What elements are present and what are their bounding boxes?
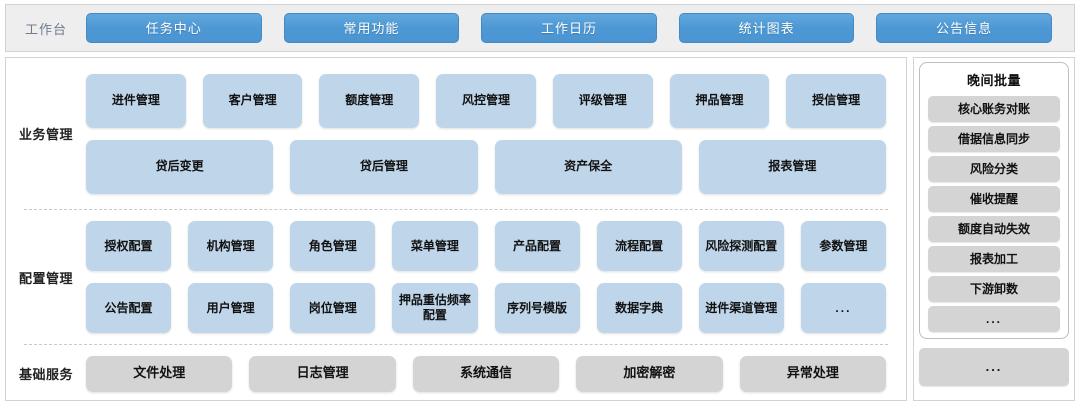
- tab-common-functions[interactable]: 常用功能: [283, 13, 460, 43]
- tile-product-config[interactable]: 产品配置: [494, 221, 580, 271]
- tab-task-center[interactable]: 任务中心: [86, 13, 262, 43]
- tile-application-management[interactable]: 进件管理: [86, 73, 186, 128]
- business-row-1: 进件管理 客户管理 额度管理 风控管理 评级管理 押品管理 授信管理: [86, 73, 898, 128]
- tile-parameter-management[interactable]: 参数管理: [800, 221, 886, 271]
- tile-organization-management[interactable]: 机构管理: [188, 221, 274, 271]
- tile-file-processing[interactable]: 文件处理: [86, 355, 233, 392]
- tile-credit-management[interactable]: 授信管理: [786, 73, 887, 128]
- config-tile-rows: 授权配置 机构管理 角色管理 菜单管理 产品配置 流程配置 风险探测配置 参数管…: [86, 221, 898, 333]
- tile-limit-management[interactable]: 额度管理: [319, 73, 420, 128]
- batch-item-core-accounting-reconciliation[interactable]: 核心账务对账: [928, 96, 1060, 122]
- right-panel: 晚间批量 核心账务对账 借据信息同步 风险分类 催收提醒 额度自动失效 报表加工…: [913, 57, 1075, 401]
- tile-post-loan-change[interactable]: 贷后变更: [86, 139, 274, 194]
- tile-menu-management[interactable]: 菜单管理: [392, 221, 478, 271]
- batch-item-risk-classification[interactable]: 风险分类: [928, 156, 1060, 182]
- tile-application-channel-management[interactable]: 进件渠道管理: [698, 283, 784, 333]
- section-base-services: 基础服务 文件处理 日志管理 系统通信 加密解密 异常处理: [6, 345, 906, 402]
- batch-item-more[interactable]: ...: [928, 306, 1060, 332]
- tile-exception-handling[interactable]: 异常处理: [739, 355, 887, 392]
- section-label-base: 基础服务: [18, 367, 73, 382]
- batch-item-limit-auto-expiry[interactable]: 额度自动失效: [928, 216, 1060, 242]
- divider-business-config: [24, 209, 888, 210]
- section-label-config: 配置管理: [18, 270, 73, 286]
- tile-risk-control-management[interactable]: 风控管理: [436, 73, 536, 128]
- tab-announcements[interactable]: 公告信息: [876, 13, 1052, 43]
- tile-collateral-revaluation-frequency-config[interactable]: 押品重估频率配置: [392, 283, 478, 333]
- tab-statistics-chart[interactable]: 统计图表: [678, 13, 855, 43]
- section-business-management: 业务管理 进件管理 客户管理 额度管理 风控管理 评级管理 押品管理 授信管理 …: [6, 58, 906, 209]
- base-tile-rows: 文件处理 日志管理 系统通信 加密解密 异常处理: [86, 355, 898, 392]
- tile-process-config[interactable]: 流程配置: [596, 221, 682, 271]
- tile-config-more[interactable]: ...: [800, 283, 886, 333]
- tile-customer-management[interactable]: 客户管理: [202, 73, 303, 128]
- business-tile-rows: 进件管理 客户管理 额度管理 风控管理 评级管理 押品管理 授信管理 贷后变更 …: [86, 73, 898, 194]
- tile-serial-number-template[interactable]: 序列号模版: [494, 283, 580, 333]
- tab-list: 任务中心 常用功能 工作日历 统计图表 公告信息: [86, 13, 1074, 43]
- night-batch-title: 晚间批量: [966, 73, 1021, 88]
- tile-risk-detection-config[interactable]: 风险探测配置: [698, 221, 784, 271]
- divider-config-base: [24, 344, 888, 345]
- tile-data-dictionary[interactable]: 数据字典: [596, 283, 682, 333]
- base-row-1: 文件处理 日志管理 系统通信 加密解密 异常处理: [86, 355, 898, 392]
- batch-item-collection-reminder[interactable]: 催收提醒: [928, 186, 1060, 212]
- workbench-label: 工作台: [24, 21, 67, 37]
- tile-encryption-decryption[interactable]: 加密解密: [576, 355, 723, 392]
- tile-authorization-config[interactable]: 授权配置: [86, 221, 172, 271]
- tile-asset-preservation[interactable]: 资产保全: [494, 139, 682, 194]
- batch-item-report-processing[interactable]: 报表加工: [928, 246, 1060, 272]
- config-row-2: 公告配置 用户管理 岗位管理 押品重估频率配置 序列号模版 数据字典 进件渠道管…: [86, 283, 898, 333]
- tile-log-management[interactable]: 日志管理: [249, 355, 396, 392]
- top-tab-bar: 工作台 任务中心 常用功能 工作日历 统计图表 公告信息: [5, 4, 1075, 52]
- tile-collateral-management[interactable]: 押品管理: [669, 73, 770, 128]
- night-batch-box: 晚间批量 核心账务对账 借据信息同步 风险分类 催收提醒 额度自动失效 报表加工…: [919, 62, 1069, 339]
- tile-post-loan-management[interactable]: 贷后管理: [290, 139, 478, 194]
- tab-work-calendar[interactable]: 工作日历: [481, 13, 657, 43]
- section-label-business: 业务管理: [18, 127, 73, 142]
- main-panel: 业务管理 进件管理 客户管理 额度管理 风控管理 评级管理 押品管理 授信管理 …: [5, 57, 907, 401]
- tile-system-communication[interactable]: 系统通信: [412, 355, 560, 392]
- tile-report-management[interactable]: 报表管理: [698, 139, 886, 194]
- tile-announcement-config[interactable]: 公告配置: [86, 283, 172, 333]
- section-config-management: 配置管理 授权配置 机构管理 角色管理 菜单管理 产品配置 流程配置 风险探测配…: [6, 210, 906, 344]
- business-row-2: 贷后变更 贷后管理 资产保全 报表管理: [86, 139, 898, 194]
- tile-position-management[interactable]: 岗位管理: [290, 283, 376, 333]
- right-panel-more[interactable]: ...: [919, 348, 1069, 386]
- tile-role-management[interactable]: 角色管理: [290, 221, 376, 271]
- tile-user-management[interactable]: 用户管理: [188, 283, 274, 333]
- config-row-1: 授权配置 机构管理 角色管理 菜单管理 产品配置 流程配置 风险探测配置 参数管…: [86, 221, 898, 271]
- batch-item-loan-document-sync[interactable]: 借据信息同步: [928, 126, 1060, 152]
- batch-item-downstream-unload[interactable]: 下游卸数: [928, 276, 1060, 302]
- tile-rating-management[interactable]: 评级管理: [552, 73, 653, 128]
